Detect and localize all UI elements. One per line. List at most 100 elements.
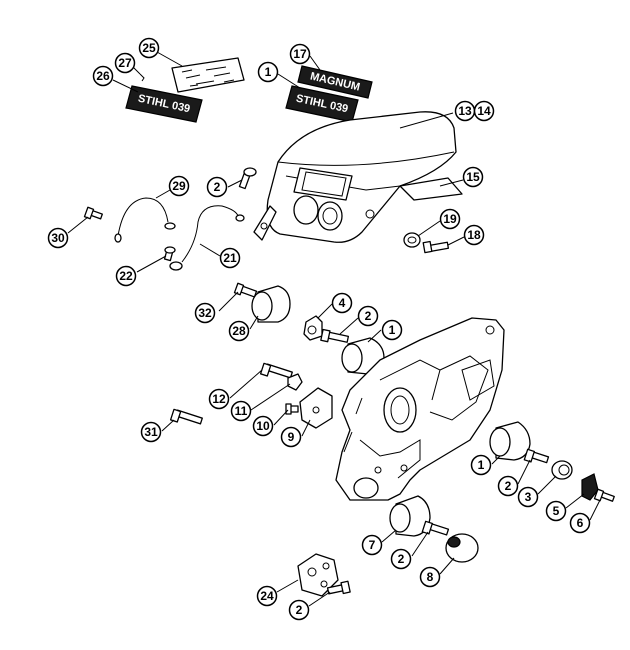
svg-text:3: 3 [525,490,532,504]
svg-text:4: 4 [339,296,346,310]
cover-gasket [399,177,463,201]
svg-text:14: 14 [477,104,491,118]
callout-32: 32 [194,302,216,324]
model-plate-cover: STIHL 039 [285,85,359,123]
svg-text:2: 2 [398,552,405,566]
callout-24: 24 [256,585,278,607]
callout-2-lower: 2 [390,548,412,570]
callout-30: 30 [47,227,69,249]
plate-screw [139,73,145,82]
cover-top-screw [238,167,257,190]
av-screw-2-right [523,448,550,464]
callout-9: 9 [280,426,302,448]
callout-25: 25 [138,37,160,59]
svg-text:32: 32 [198,306,212,320]
svg-text:8: 8 [427,570,434,584]
callout-26: 26 [92,65,114,87]
svg-text:5: 5 [553,504,560,518]
crankcase [335,317,505,501]
callout-10: 10 [252,415,274,437]
shroud-cover [253,111,457,243]
svg-text:29: 29 [172,179,186,193]
callout-17: 17 [289,43,311,65]
svg-text:11: 11 [235,404,248,418]
crankcase-bolt-12 [259,362,293,379]
callout-2-cover: 2 [206,176,228,198]
callout-12: 12 [208,388,230,410]
callout-8: 8 [419,566,441,588]
svg-text:17: 17 [293,47,307,61]
lever-5 [581,473,599,501]
svg-text:2: 2 [296,603,303,617]
callout-29: 29 [168,175,190,197]
wire-screw-lower [163,246,176,262]
callout-7: 7 [361,534,383,556]
callout-31: 31 [140,421,162,443]
model-plate-front: STIHL 039 [125,85,203,123]
callout-15: 15 [462,166,484,188]
svg-text:7: 7 [369,538,376,552]
magnum-plate: MAGNUM [297,65,373,99]
callout-13: 13 [454,100,476,122]
svg-text:15: 15 [466,170,480,184]
svg-text:1: 1 [265,65,272,79]
av-screw-2-lower [421,520,450,536]
svg-text:18: 18 [467,228,481,242]
callout-3: 3 [517,486,539,508]
svg-text:10: 10 [256,419,270,433]
svg-text:21: 21 [223,251,237,265]
callout-18: 18 [463,224,485,246]
plug-8 [445,533,479,563]
callout-2-right: 2 [497,475,519,497]
callout-2-bottom: 2 [288,599,310,621]
screw-6 [593,488,615,502]
svg-text:30: 30 [51,231,65,245]
leader-lines [67,51,601,607]
callout-4: 4 [331,292,353,314]
callout-14: 14 [473,100,495,122]
svg-text:1: 1 [389,323,396,337]
av-screw-2-bottom [326,580,351,595]
callout-6: 6 [569,512,591,534]
screw-10 [285,403,299,415]
callout-28: 28 [228,320,250,342]
av-washer-4 [303,315,323,341]
cover-grommet [403,232,421,248]
cap-3 [551,460,573,480]
short-circuit-wire [169,205,245,271]
callout-1-top: 1 [257,61,279,83]
callout-1-right: 1 [470,454,492,476]
svg-text:26: 26 [96,69,110,83]
svg-text:9: 9 [288,430,295,444]
svg-text:25: 25 [142,41,156,55]
av-buffer-1-right [489,421,531,461]
svg-text:2: 2 [505,479,512,493]
callout-1-av: 1 [381,319,403,341]
av-screw-32 [233,282,258,298]
callout-5: 5 [545,500,567,522]
callout-2-av: 2 [357,305,379,327]
clip-11 [287,373,303,391]
svg-text:28: 28 [232,324,246,338]
svg-text:19: 19 [443,212,457,226]
av-buffer-7 [389,495,431,537]
callout-27: 27 [114,52,136,74]
callout-11: 11 [230,400,252,422]
svg-text:6: 6 [577,516,584,530]
ground-wire [114,197,176,243]
svg-text:2: 2 [214,180,221,194]
bolt-31 [169,408,203,425]
av-screw-2-upper [320,328,350,343]
callout-21: 21 [219,247,241,269]
svg-text:24: 24 [260,589,274,603]
cover-screw [422,240,450,254]
flange-24 [297,553,339,597]
svg-text:27: 27 [118,56,132,70]
callout-22: 22 [115,265,137,287]
svg-text:12: 12 [212,392,226,406]
svg-text:22: 22 [119,269,133,283]
svg-text:2: 2 [365,309,372,323]
av-buffer-28 [251,285,291,323]
svg-text:31: 31 [144,425,158,439]
